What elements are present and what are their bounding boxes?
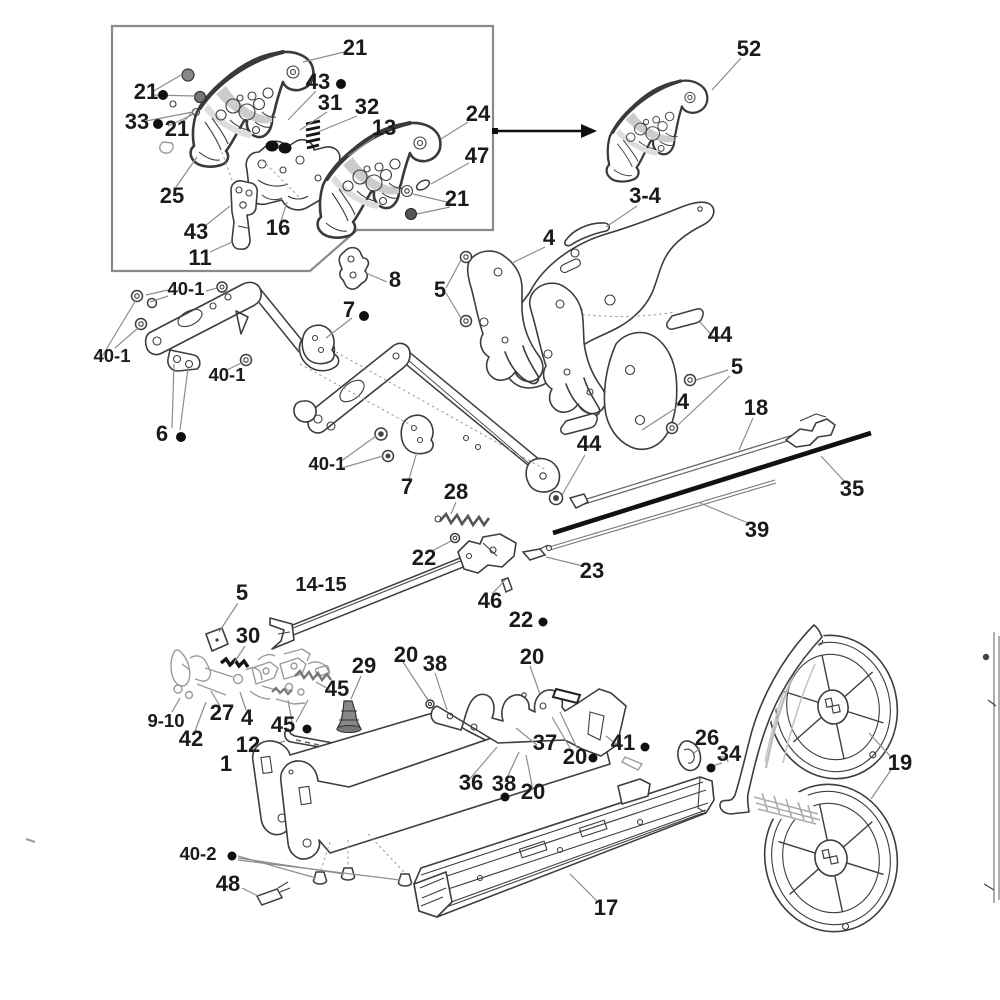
svg-text:20: 20: [394, 642, 418, 667]
svg-text:21: 21: [165, 116, 189, 141]
svg-text:3-4: 3-4: [629, 183, 662, 208]
svg-text:31: 31: [318, 90, 342, 115]
svg-text:23: 23: [580, 558, 604, 583]
svg-text:22: 22: [412, 545, 436, 570]
svg-text:12: 12: [236, 732, 260, 757]
svg-text:4: 4: [677, 389, 690, 414]
svg-text:16: 16: [266, 215, 290, 240]
svg-text:7: 7: [343, 297, 355, 322]
svg-text:5: 5: [434, 277, 446, 302]
svg-text:5: 5: [236, 580, 248, 605]
svg-text:7: 7: [401, 474, 413, 499]
svg-text:45: 45: [325, 676, 349, 701]
svg-text:17: 17: [594, 895, 618, 920]
svg-text:45: 45: [271, 712, 295, 737]
svg-text:27: 27: [210, 700, 234, 725]
svg-text:47: 47: [465, 143, 489, 168]
svg-text:39: 39: [745, 517, 769, 542]
svg-text:34: 34: [717, 741, 742, 766]
svg-text:21: 21: [445, 186, 469, 211]
svg-text:9-10: 9-10: [147, 710, 184, 731]
svg-text:22: 22: [509, 607, 533, 632]
svg-text:52: 52: [737, 36, 761, 61]
svg-text:36: 36: [459, 770, 483, 795]
svg-text:37: 37: [533, 730, 557, 755]
svg-text:20: 20: [521, 779, 545, 804]
svg-text:33: 33: [125, 109, 149, 134]
svg-text:44: 44: [577, 431, 602, 456]
svg-text:21: 21: [343, 35, 367, 60]
svg-text:40-1: 40-1: [93, 345, 130, 366]
svg-text:21: 21: [134, 79, 158, 104]
svg-text:38: 38: [423, 651, 447, 676]
svg-text:41: 41: [611, 730, 635, 755]
svg-text:5: 5: [731, 354, 743, 379]
svg-text:24: 24: [466, 101, 491, 126]
svg-text:13: 13: [372, 115, 396, 140]
svg-text:30: 30: [236, 623, 260, 648]
svg-text:4: 4: [543, 225, 556, 250]
svg-text:20: 20: [520, 644, 544, 669]
svg-text:29: 29: [352, 653, 376, 678]
svg-text:40-1: 40-1: [208, 364, 245, 385]
svg-text:4: 4: [241, 705, 254, 730]
svg-text:48: 48: [216, 871, 240, 896]
svg-text:40-1: 40-1: [308, 453, 345, 474]
svg-text:18: 18: [744, 395, 768, 420]
svg-text:43: 43: [184, 219, 208, 244]
svg-text:20: 20: [563, 744, 587, 769]
svg-text:43: 43: [306, 69, 330, 94]
svg-text:19: 19: [888, 750, 912, 775]
svg-text:6: 6: [156, 421, 168, 446]
svg-text:8: 8: [389, 267, 401, 292]
svg-text:32: 32: [355, 94, 379, 119]
svg-text:40-1: 40-1: [167, 278, 204, 299]
svg-text:46: 46: [478, 588, 502, 613]
svg-text:25: 25: [160, 183, 184, 208]
svg-text:35: 35: [840, 476, 864, 501]
svg-text:38: 38: [492, 771, 516, 796]
svg-text:28: 28: [444, 479, 468, 504]
svg-text:14-15: 14-15: [295, 574, 346, 596]
svg-text:42: 42: [179, 726, 203, 751]
svg-text:26: 26: [695, 725, 719, 750]
svg-text:11: 11: [188, 245, 211, 270]
svg-text:44: 44: [708, 322, 733, 347]
svg-text:1: 1: [220, 751, 232, 776]
svg-text:40-2: 40-2: [179, 843, 216, 864]
